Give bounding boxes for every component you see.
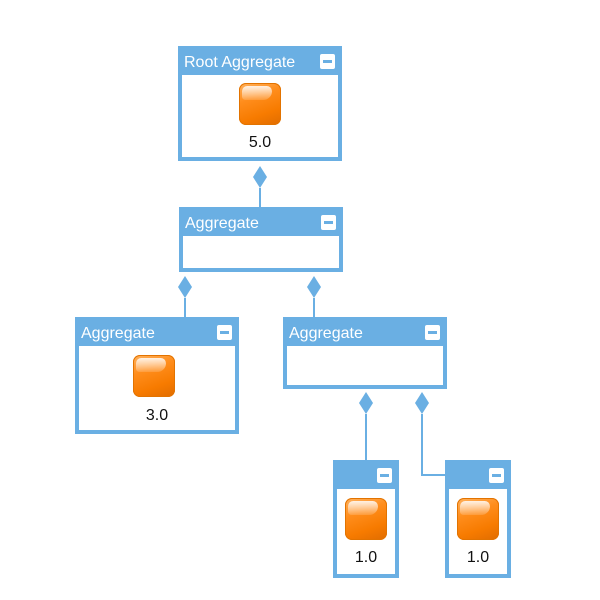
collapse-button[interactable] xyxy=(217,325,232,340)
node-aggregate-mid[interactable]: Aggregate xyxy=(179,207,343,272)
node-title: Aggregate xyxy=(81,325,155,342)
node-value: 1.0 xyxy=(354,549,378,566)
collapse-button[interactable] xyxy=(489,468,504,483)
orange-square-icon xyxy=(457,498,499,540)
node-header: Aggregate xyxy=(287,321,443,346)
node-header: Aggregate xyxy=(183,211,339,236)
node-value: 5.0 xyxy=(248,134,272,151)
node-aggregate-right[interactable]: Aggregate xyxy=(283,317,447,389)
diamond-icon xyxy=(307,276,321,298)
collapse-button[interactable] xyxy=(377,468,392,483)
orange-square-icon xyxy=(239,83,281,125)
node-leaf-2[interactable]: 1.0 xyxy=(445,460,511,578)
diamond-icon xyxy=(178,276,192,298)
collapse-button[interactable] xyxy=(425,325,440,340)
orange-square-icon xyxy=(345,498,387,540)
node-title: Aggregate xyxy=(185,215,259,232)
node-header: Aggregate xyxy=(79,321,235,346)
node-title: Root Aggregate xyxy=(184,54,296,71)
diamond-icon xyxy=(415,392,429,414)
node-value: 1.0 xyxy=(466,549,490,566)
node-root-aggregate[interactable]: Root Aggregate 5.0 xyxy=(178,46,342,161)
collapse-button[interactable] xyxy=(320,54,335,69)
node-title: Aggregate xyxy=(289,325,363,342)
orange-square-icon xyxy=(133,355,175,397)
node-header: Root Aggregate xyxy=(182,50,338,75)
node-value: 3.0 xyxy=(145,407,169,424)
connector-line-right-leaf2 xyxy=(421,414,446,476)
diamond-icon xyxy=(253,166,267,188)
node-aggregate-left[interactable]: Aggregate 3.0 xyxy=(75,317,239,434)
diamond-icon xyxy=(359,392,373,414)
node-leaf-1[interactable]: 1.0 xyxy=(333,460,399,578)
collapse-button[interactable] xyxy=(321,215,336,230)
